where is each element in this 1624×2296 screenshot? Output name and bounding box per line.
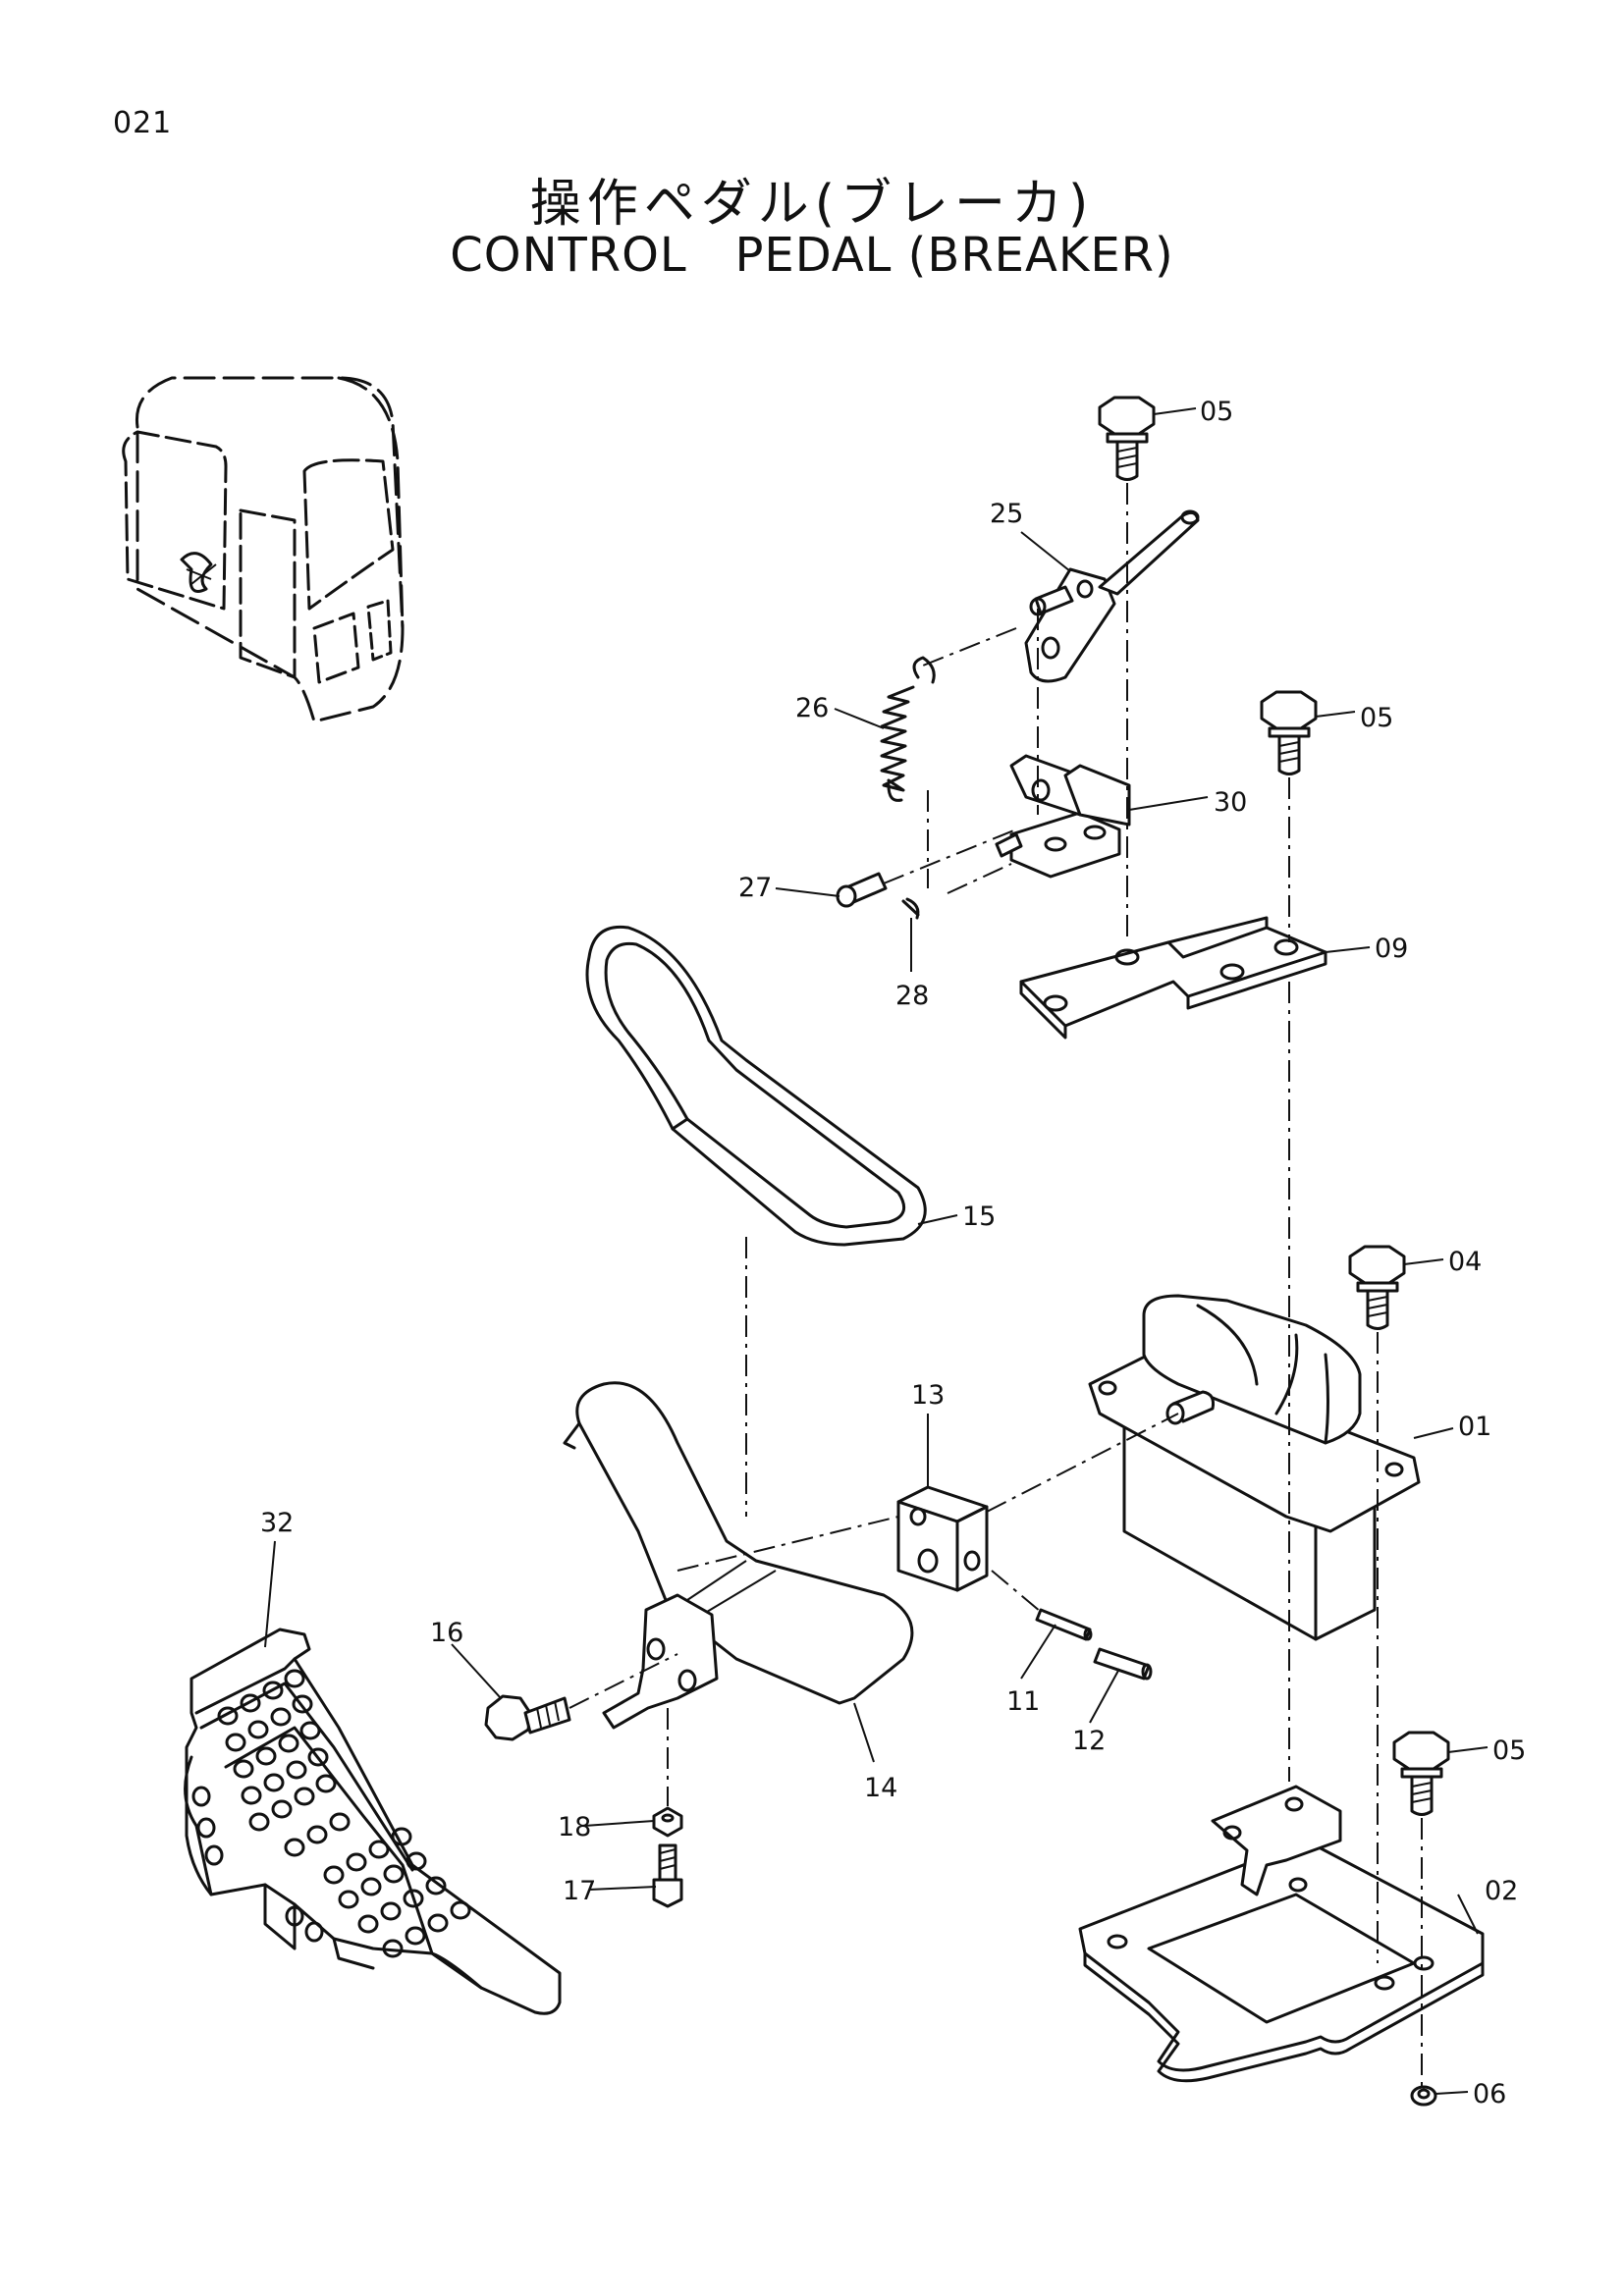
part-label: 17 (563, 1876, 596, 1906)
part-label: 16 (430, 1618, 463, 1648)
assembly-lines (568, 483, 1423, 2086)
clevis-pin (836, 872, 888, 908)
part-label: 11 (1006, 1686, 1040, 1717)
pedal-valve (1088, 1294, 1421, 1641)
bolt-top (1098, 396, 1156, 481)
nut-adjuster (652, 1806, 683, 1838)
pin-short (1035, 1608, 1093, 1641)
floor-plate (1078, 1785, 1485, 2083)
part-label: 32 (260, 1508, 294, 1538)
bolt-switch (1348, 1245, 1406, 1330)
pedal-plate (563, 1381, 914, 1730)
pedal-bolt (484, 1694, 571, 1741)
part-label: 25 (990, 499, 1023, 529)
mounting-bracket (1019, 916, 1327, 1040)
part-label: 14 (864, 1773, 897, 1803)
cotter-clip (901, 897, 920, 920)
bolt-middle (1260, 690, 1318, 775)
leader-lines (264, 407, 1489, 2095)
part-label: 28 (895, 981, 929, 1011)
pin-long (1093, 1647, 1153, 1681)
part-label: 06 (1473, 2079, 1506, 2109)
title-english: CONTROL PEDAL (BREAKER) (450, 228, 1174, 283)
bolt-adjuster (652, 1843, 683, 1908)
title-japanese: 操作ペダル(ブレーカ) (529, 175, 1095, 234)
part-label: 13 (911, 1380, 945, 1411)
part-label: 18 (558, 1812, 591, 1842)
flange-nut (1410, 2085, 1437, 2107)
part-label: 05 (1492, 1735, 1526, 1766)
part-label: 05 (1200, 397, 1233, 427)
part-label: 02 (1485, 1876, 1518, 1906)
cab-location-thumbnail (122, 376, 405, 723)
mounting-block (896, 1485, 989, 1592)
foot-rubber-pad (585, 925, 927, 1247)
return-spring (880, 656, 936, 802)
part-label: 05 (1360, 703, 1393, 733)
part-label: 04 (1448, 1247, 1482, 1277)
part-label: 12 (1072, 1726, 1106, 1756)
bolt-bottom (1392, 1731, 1450, 1816)
part-label: 15 (962, 1201, 996, 1232)
part-labels: 05 25 26 05 30 27 28 09 15 04 13 01 32 1… (260, 397, 1526, 2109)
part-label: 26 (795, 693, 829, 723)
part-label: 30 (1214, 787, 1247, 818)
page-number: 021 (113, 106, 173, 140)
part-label: 01 (1458, 1412, 1491, 1442)
treadle-pedal (184, 1628, 562, 2015)
part-label: 09 (1375, 934, 1408, 964)
pivot-bracket (995, 754, 1131, 879)
pedal-arm (1024, 509, 1200, 683)
part-label: 27 (738, 873, 772, 903)
